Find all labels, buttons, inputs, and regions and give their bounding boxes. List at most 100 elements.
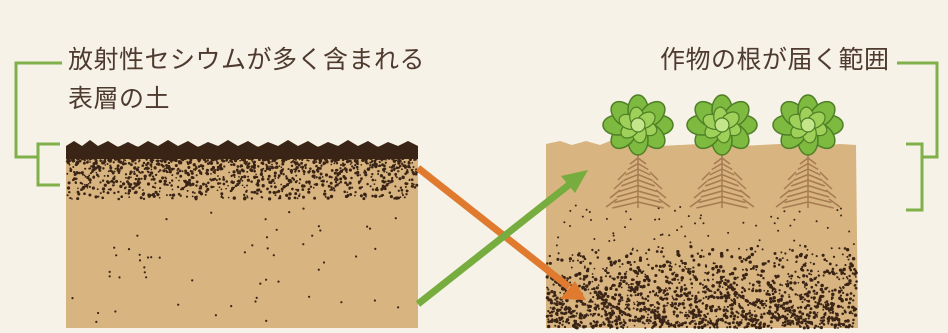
soil-particle — [279, 156, 281, 158]
soil-particle — [281, 167, 283, 169]
soil-particle — [725, 296, 728, 299]
soil-particle — [303, 185, 306, 188]
soil-particle — [831, 299, 833, 301]
soil-particle — [576, 312, 578, 314]
soil-particle — [301, 166, 304, 169]
soil-particle — [705, 319, 707, 321]
soil-particle — [676, 250, 679, 253]
soil-particle — [671, 272, 674, 275]
soil-particle — [84, 168, 86, 170]
soil-particle — [792, 312, 795, 315]
soil-particle — [96, 160, 98, 162]
soil-particle — [114, 171, 116, 173]
soil-particle — [814, 325, 817, 328]
soil-particle — [237, 165, 240, 168]
soil-particle — [629, 268, 632, 271]
soil-particle — [749, 282, 751, 284]
soil-particle — [712, 323, 715, 326]
soil-particle — [405, 156, 407, 158]
soil-particle — [222, 178, 225, 181]
soil-particle — [278, 158, 280, 160]
soil-particle — [86, 158, 88, 160]
soil-particle — [243, 194, 245, 196]
soil-particle — [262, 184, 265, 187]
soil-particle — [618, 272, 621, 275]
soil-particle — [745, 268, 747, 270]
soil-particle — [131, 187, 134, 190]
soil-particle — [558, 301, 560, 303]
soil-particle — [583, 276, 585, 278]
soil-particle — [760, 274, 763, 277]
soil-particle — [68, 181, 71, 184]
soil-particle — [557, 236, 559, 238]
soil-particle — [813, 277, 816, 280]
soil-particle — [175, 164, 178, 167]
soil-particle — [624, 226, 626, 228]
soil-particle — [84, 174, 86, 176]
soil-particle — [828, 291, 830, 293]
soil-particle — [401, 175, 404, 178]
soil-particle — [817, 312, 819, 314]
soil-particle — [572, 310, 575, 313]
soil-particle — [340, 301, 342, 303]
soil-particle — [385, 162, 387, 164]
soil-particle — [656, 286, 659, 289]
soil-particle — [622, 299, 624, 301]
soil-particle — [598, 284, 600, 286]
soil-particle — [206, 159, 209, 162]
soil-particle — [185, 184, 188, 187]
soil-particle — [302, 243, 304, 245]
soil-particle — [404, 173, 407, 176]
soil-particle — [390, 195, 393, 198]
soil-particle — [136, 235, 138, 237]
soil-particle — [550, 290, 553, 293]
soil-particle — [855, 276, 857, 278]
soil-particle — [699, 255, 702, 258]
soil-particle — [793, 281, 796, 284]
soil-particle — [567, 278, 569, 280]
soil-particle — [696, 306, 699, 309]
soil-particle — [752, 283, 755, 286]
soil-particle — [757, 245, 759, 247]
soil-particle — [710, 323, 712, 325]
soil-particle — [411, 186, 413, 188]
soil-particle — [299, 182, 301, 184]
soil-particle — [110, 181, 112, 183]
soil-particle — [778, 289, 780, 291]
soil-particle — [268, 181, 271, 184]
soil-particle — [186, 196, 188, 198]
soil-particle — [769, 306, 772, 309]
soil-particle — [838, 290, 841, 293]
soil-particle — [409, 179, 411, 181]
soil-particle — [697, 263, 700, 266]
soil-particle — [609, 275, 611, 277]
soil-particle — [236, 168, 239, 171]
soil-particle — [113, 192, 115, 194]
soil-particle — [595, 251, 598, 254]
soil-particle — [781, 284, 783, 286]
soil-particle — [546, 275, 549, 278]
soil-particle — [762, 270, 765, 273]
soil-particle — [177, 304, 179, 306]
soil-particle — [726, 310, 728, 312]
soil-particle — [392, 169, 394, 171]
soil-particle — [232, 163, 235, 166]
soil-particle — [125, 192, 127, 194]
soil-particle — [838, 247, 840, 249]
soil-particle — [624, 276, 628, 280]
soil-particle — [171, 168, 174, 171]
soil-particle — [598, 249, 600, 251]
soil-particle — [295, 175, 297, 177]
soil-particle — [639, 256, 642, 259]
soil-particle — [325, 173, 328, 176]
soil-particle — [713, 326, 715, 328]
soil-particle — [326, 181, 328, 183]
soil-particle — [159, 257, 161, 259]
soil-particle — [414, 158, 417, 161]
soil-particle — [738, 248, 740, 250]
soil-particle — [734, 303, 736, 305]
soil-particle — [669, 281, 671, 283]
soil-particle — [569, 261, 571, 263]
soil-particle — [663, 297, 665, 299]
soil-particle — [717, 296, 720, 299]
